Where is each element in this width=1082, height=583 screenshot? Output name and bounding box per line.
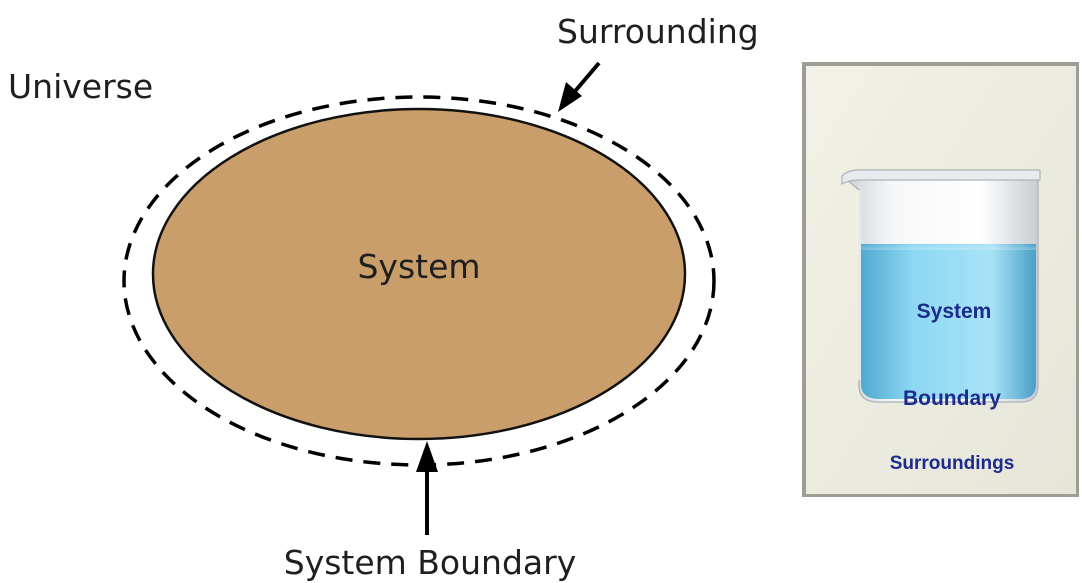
system-boundary-arrow — [416, 441, 438, 535]
inset-boundary-label: Boundary — [903, 387, 1001, 410]
beaker-inset-panel: System Boundary Surroundings — [802, 62, 1079, 497]
surrounding-label: Surrounding — [557, 12, 759, 51]
surrounding-dashed-boundary — [122, 95, 716, 467]
inset-surroundings-label: Surroundings — [890, 453, 1015, 474]
inset-system-label: System — [917, 300, 992, 323]
beaker-icon — [841, 169, 1041, 403]
universe-label: Universe — [8, 67, 153, 106]
system-boundary-label: System Boundary — [284, 543, 576, 582]
surrounding-arrow — [558, 61, 601, 112]
system-ellipse — [151, 107, 687, 441]
system-label: System — [357, 247, 480, 286]
